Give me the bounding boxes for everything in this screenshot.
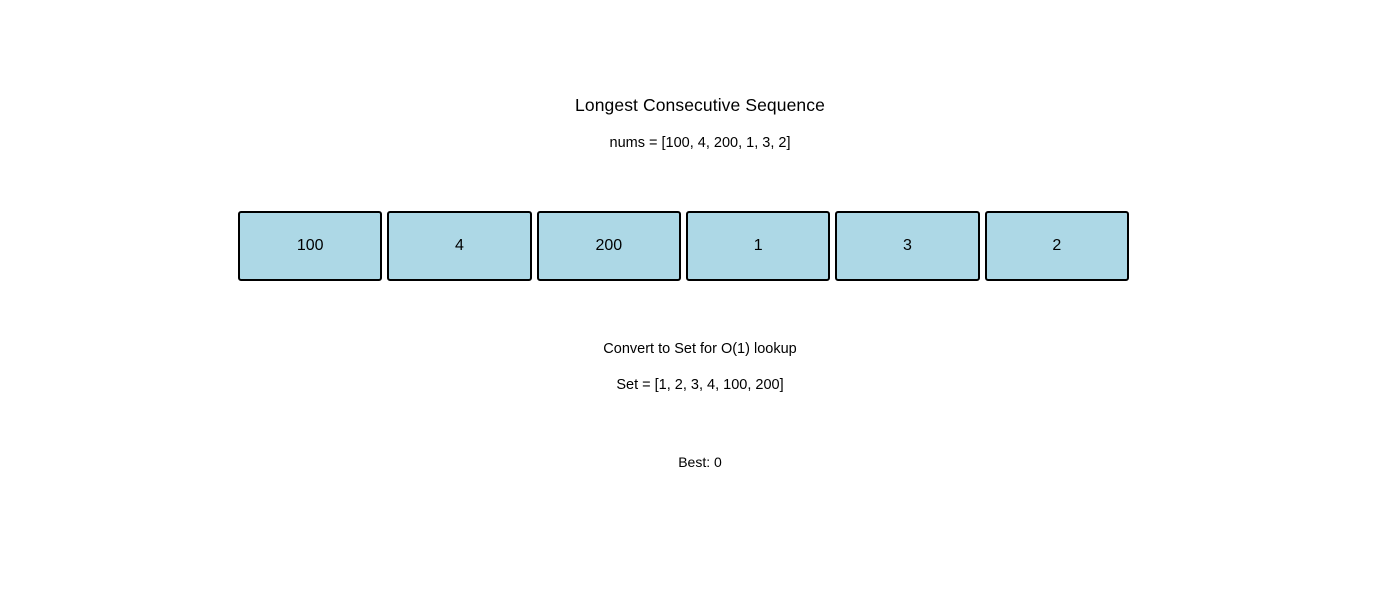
array-cell-value: 3: [903, 237, 912, 254]
array-cell: 3: [835, 211, 980, 281]
array-cell-value: 4: [455, 237, 464, 254]
array-cell-value: 100: [296, 237, 324, 254]
array-cell-value: 200: [595, 237, 623, 254]
array-visualization: 100 4 200 1 3 2: [238, 211, 1129, 281]
array-cell: 1: [685, 211, 831, 281]
convert-to-set-note: Convert to Set for O(1) lookup: [603, 341, 797, 357]
array-cell-value: 2: [1052, 237, 1062, 254]
array-cell: 2: [984, 211, 1129, 281]
set-contents-label: Set = [1, 2, 3, 4, 100, 200]: [616, 377, 784, 393]
best-length-label: Best: 0: [678, 454, 722, 470]
array-cell: 4: [387, 211, 532, 281]
array-cell: 200: [536, 211, 681, 281]
input-array-label: nums = [100, 4, 200, 1, 3, 2]: [609, 135, 791, 151]
array-cell-value: 1: [753, 237, 763, 254]
array-cell: 100: [238, 211, 383, 281]
page-title: Longest Consecutive Sequence: [575, 95, 825, 115]
